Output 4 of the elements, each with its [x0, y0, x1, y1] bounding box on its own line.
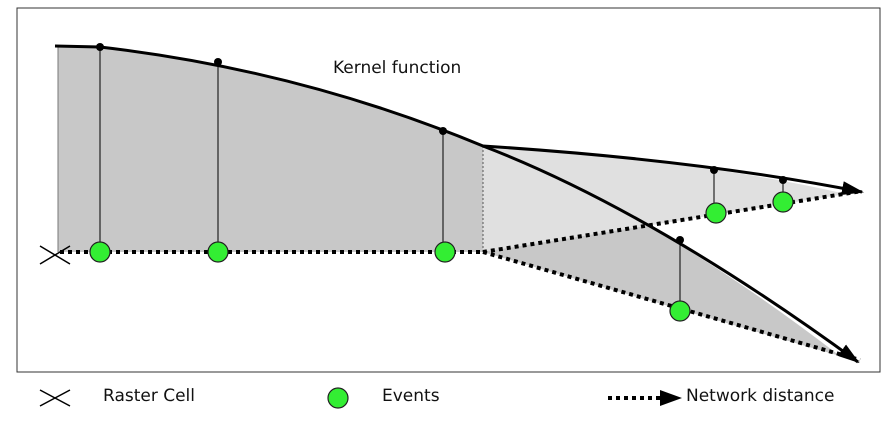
curve-label: Kernel function: [333, 58, 462, 78]
legend-label: Events: [382, 386, 440, 406]
legend-label: Raster Cell: [103, 386, 196, 406]
legend-label: Network distance: [686, 386, 834, 406]
